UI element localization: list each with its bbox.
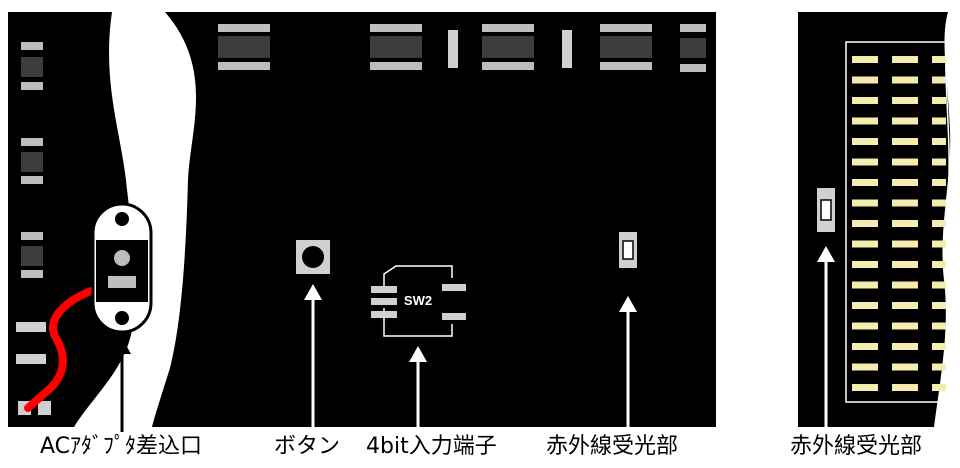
connector-pin [892, 384, 918, 391]
sw2-footprint: SW2 [371, 265, 466, 337]
connector-pin [892, 322, 918, 330]
ac-adapter-label: ACｱﾀﾞﾌﾟﾀ差込口 [40, 434, 203, 459]
side-board [798, 12, 960, 427]
up-arrow-icon-ir [619, 296, 637, 432]
dc-jack-icon [91, 202, 153, 334]
connector-pin [932, 76, 946, 84]
connector-pin [892, 240, 918, 248]
connector-pin [852, 199, 878, 207]
connector-pin [852, 302, 878, 309]
connector-pin [932, 199, 946, 207]
connector-pin [932, 281, 946, 289]
connector-pin [892, 343, 918, 350]
connector-pin [932, 343, 946, 350]
top-ic-4 [600, 24, 652, 70]
connector-pin [852, 117, 878, 125]
connector-outline [845, 41, 950, 403]
connector-pin [892, 281, 918, 289]
connector-pin [932, 179, 946, 186]
connector-pin [852, 363, 878, 371]
connector-pin [932, 56, 946, 63]
connector-pin [892, 261, 918, 268]
up-arrow-icon-ir-side [817, 246, 835, 432]
left-pad-2 [16, 354, 46, 364]
push-button-icon [296, 240, 330, 274]
connector-pin [932, 302, 946, 309]
connector-pin [892, 199, 918, 207]
connector-pin [852, 220, 878, 227]
left-chip-2 [21, 138, 43, 184]
connector-pins [852, 56, 946, 391]
ir-receiver-side-label: 赤外線受光部 [790, 434, 923, 459]
up-arrow-icon-button [304, 284, 322, 432]
sw2-label: SW2 [404, 293, 432, 308]
left-chip-3 [21, 232, 43, 278]
connector-pin [892, 363, 918, 371]
connector-pin [852, 158, 878, 166]
ir-receiver-icon [619, 232, 637, 268]
connector-pin [852, 384, 878, 391]
connector-pin [852, 97, 878, 104]
connector-pin [932, 384, 946, 391]
connector-pin [852, 76, 878, 84]
connector-pin [892, 220, 918, 227]
left-chip-1 [21, 42, 43, 90]
connector-pin [932, 322, 946, 330]
connector-pin [892, 117, 918, 125]
top-ic-3 [482, 24, 534, 70]
connector-pin [932, 220, 946, 227]
connector-pin [852, 261, 878, 268]
top-resistor-2 [562, 30, 572, 68]
connector-pin [852, 343, 878, 350]
up-arrow-icon-terminal [409, 346, 427, 432]
top-resistor-1 [448, 30, 458, 68]
up-arrow-icon-ac [113, 338, 131, 432]
black-wire [54, 308, 102, 422]
connector-pin [852, 138, 878, 145]
connector-pin [892, 138, 918, 145]
connector-pin [932, 97, 946, 104]
connector-pin [892, 97, 918, 104]
connector-pin [932, 117, 946, 125]
top-ic-1 [218, 24, 270, 70]
connector-pin [852, 56, 878, 63]
connector-pin [892, 302, 918, 309]
connector-pin [892, 76, 918, 84]
connector-pin [892, 158, 918, 166]
top-ic-5 [680, 24, 706, 72]
ir-receiver-label: 赤外線受光部 [546, 434, 679, 459]
connector-pin [852, 179, 878, 186]
left-pad-1 [16, 322, 46, 332]
connector-pin [932, 261, 946, 268]
connector-pin [852, 240, 878, 248]
connector-pin [852, 322, 878, 330]
connector-pin [852, 281, 878, 289]
button-label: ボタン [274, 434, 341, 459]
connector-pin [932, 240, 946, 248]
connector-pin [932, 138, 946, 145]
connector-pin [892, 56, 918, 63]
top-ic-2 [370, 24, 422, 70]
red-wire [24, 286, 98, 412]
connector-pin [932, 363, 946, 371]
left-pad-4 [38, 401, 51, 415]
connector-pin [932, 158, 946, 166]
connector-pin [892, 179, 918, 186]
ir-receiver-side-icon [817, 188, 835, 232]
input-terminal-label: 4bit入力端子 [366, 434, 497, 459]
